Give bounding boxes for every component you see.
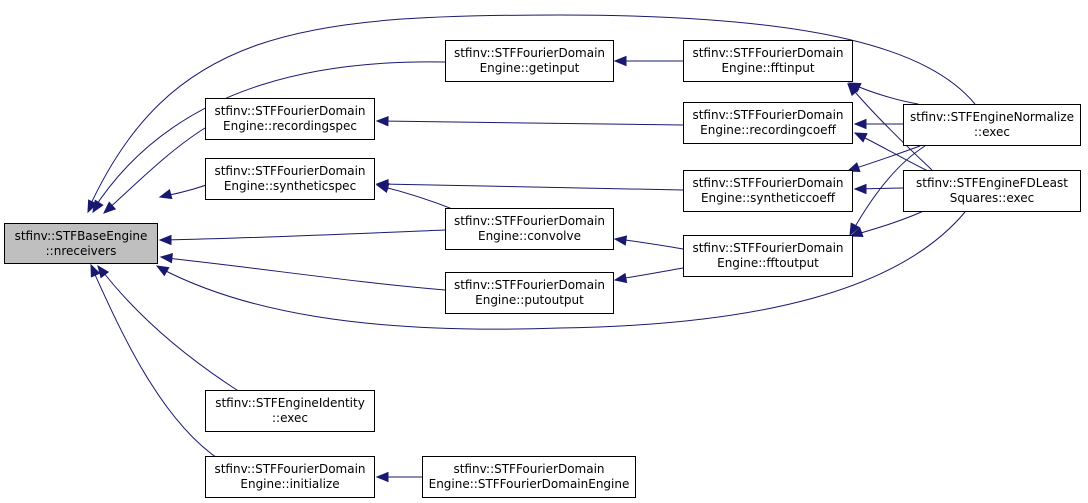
- arrowhead-icon: [375, 471, 389, 483]
- arrowhead-icon: [853, 118, 867, 130]
- node-label-line2: ::exec: [272, 411, 308, 425]
- node-convolve[interactable]: stfinv::STFFourierDomain Engine::convolv…: [445, 208, 614, 250]
- arrowhead-icon: [158, 234, 172, 246]
- arrowhead-icon: [847, 83, 860, 97]
- edge-convolve-to-nreceivers: [163, 229, 446, 241]
- node-label-line1: stfinv::STFFourierDomain: [453, 46, 606, 60]
- node-label-line2: Engine::recordingcoeff: [700, 123, 836, 137]
- node-label-line1: stfinv::STFFourierDomain: [214, 164, 366, 178]
- node-label-line2: Engine::getinput: [479, 61, 580, 75]
- arrowhead-icon: [849, 222, 860, 237]
- arrowhead-icon: [849, 227, 864, 238]
- node-normalize-exec[interactable]: stfinv::STFEngineNormalize ::exec: [903, 104, 1081, 146]
- edge-fdleastsquares-exec-to-nreceivers: [159, 211, 966, 330]
- arrowhead-icon: [97, 264, 110, 279]
- edge-recordingspec-to-nreceivers: [104, 127, 206, 213]
- node-label-line2: Engine::syntheticspec: [223, 179, 357, 193]
- arrowhead-icon: [375, 182, 390, 194]
- edge-identity-exec-to-nreceivers: [99, 267, 241, 393]
- node-label-line2: ::nreceivers: [45, 243, 117, 258]
- edge-normalize-exec-to-fftoutput: [851, 145, 926, 233]
- node-label-line1: stfinv::STFFourierDomain: [214, 104, 366, 118]
- arrowhead-icon: [853, 183, 867, 195]
- node-label-line1: stfinv::STFFourierDomain: [692, 176, 844, 190]
- arrowhead-icon: [613, 235, 628, 246]
- arrowhead-icon: [103, 201, 117, 214]
- node-label-line1: stfinv::STFFourierDomain: [214, 462, 366, 476]
- edge-fdleastsquares-exec-to-fftoutput: [853, 207, 931, 236]
- node-label-line2: Engine::STFFourierDomainEngine: [428, 477, 630, 491]
- edge-normalize-exec-to-nreceivers: [87, 14, 976, 211]
- arrowhead-icon: [155, 265, 170, 277]
- node-label-line1: stfinv::STFFourierDomain: [692, 46, 844, 60]
- edge-convolve-to-syntheticspec: [379, 185, 456, 211]
- edge-putoutput-to-nreceivers: [165, 257, 446, 291]
- arrowhead-icon: [90, 263, 101, 278]
- node-label-line1: stfinv::STFEngineNormalize: [909, 110, 1075, 124]
- node-label-line2: Engine::initialize: [240, 477, 340, 491]
- node-initialize[interactable]: stfinv::STFFourierDomain Engine::initial…: [205, 456, 375, 498]
- edge-normalize-exec-to-fftinput: [851, 83, 919, 105]
- edge-fdleastsquares-exec-to-fftinput: [849, 85, 933, 171]
- node-putoutput[interactable]: stfinv::STFFourierDomain Engine::putoutp…: [445, 272, 614, 314]
- node-label-line1: stfinv::STFEngineIdentity: [215, 396, 365, 410]
- node-label-line1: stfinv::STFFourierDomain: [453, 278, 606, 292]
- arrowhead-icon: [846, 162, 861, 173]
- node-label-line1: stfinv::STFFourierDomain: [453, 462, 605, 476]
- node-recordingcoeff[interactable]: stfinv::STFFourierDomain Engine::recordi…: [683, 102, 853, 144]
- arrowhead-icon: [158, 188, 173, 200]
- node-fdleastsquares-exec[interactable]: stfinv::STFEngineFDLeast Squares::exec: [903, 170, 1081, 212]
- node-getinput[interactable]: stfinv::STFFourierDomain Engine::getinpu…: [445, 40, 614, 82]
- arrowhead-icon: [375, 115, 389, 127]
- node-label-line2: Engine::fftinput: [721, 61, 815, 75]
- edge-getinput-to-nreceivers: [92, 61, 446, 211]
- node-syntheticcoeff[interactable]: stfinv::STFFourierDomain Engine::synthet…: [683, 170, 853, 212]
- edge-fftoutput-to-convolve: [617, 238, 684, 250]
- arrowhead-icon: [87, 199, 98, 214]
- arrowhead-icon: [853, 132, 868, 143]
- node-label-line2: Squares::exec: [949, 191, 1035, 205]
- node-syntheticspec[interactable]: stfinv::STFFourierDomain Engine::synthet…: [205, 158, 375, 200]
- node-label-line1: stfinv::STFFourierDomain: [453, 214, 606, 228]
- node-label-line1: stfinv::STFFourierDomain: [692, 241, 844, 255]
- edge-syntheticcoeff-to-syntheticspec: [379, 183, 684, 191]
- arrowhead-icon: [159, 253, 173, 264]
- node-label-line2: ::exec: [974, 125, 1010, 139]
- node-fftinput[interactable]: stfinv::STFFourierDomain Engine::fftinpu…: [683, 40, 853, 82]
- edge-initialize-to-nreceivers: [91, 267, 221, 461]
- node-label-line1: stfinv::STFEngineFDLeast: [916, 176, 1068, 190]
- node-label-line1: stfinv::STFFourierDomain: [692, 108, 844, 122]
- node-nreceivers[interactable]: stfinv::STFBaseEngine ::nreceivers: [4, 223, 158, 264]
- node-label-line2: Engine::recordingspec: [223, 119, 357, 133]
- node-recordingspec[interactable]: stfinv::STFFourierDomain Engine::recordi…: [205, 98, 375, 140]
- arrowhead-icon: [613, 272, 628, 284]
- node-label-line2: Engine::convolve: [477, 229, 582, 243]
- node-identity-exec[interactable]: stfinv::STFEngineIdentity ::exec: [205, 390, 375, 432]
- edge-recordingcoeff-to-recordingspec: [379, 120, 684, 126]
- node-label-line1: stfinv::STFBaseEngine: [14, 228, 148, 243]
- node-constructor[interactable]: stfinv::STFFourierDomain Engine::STFFour…: [422, 456, 636, 498]
- arrowhead-icon: [613, 55, 627, 67]
- node-label-line2: Engine::syntheticcoeff: [700, 191, 836, 205]
- node-label-line2: Engine::putoutput: [475, 293, 584, 307]
- edge-fftoutput-to-putoutput: [617, 267, 684, 280]
- node-fftoutput[interactable]: stfinv::STFFourierDomain Engine::fftoutp…: [683, 235, 853, 277]
- node-label-line2: Engine::fftoutput: [717, 256, 819, 270]
